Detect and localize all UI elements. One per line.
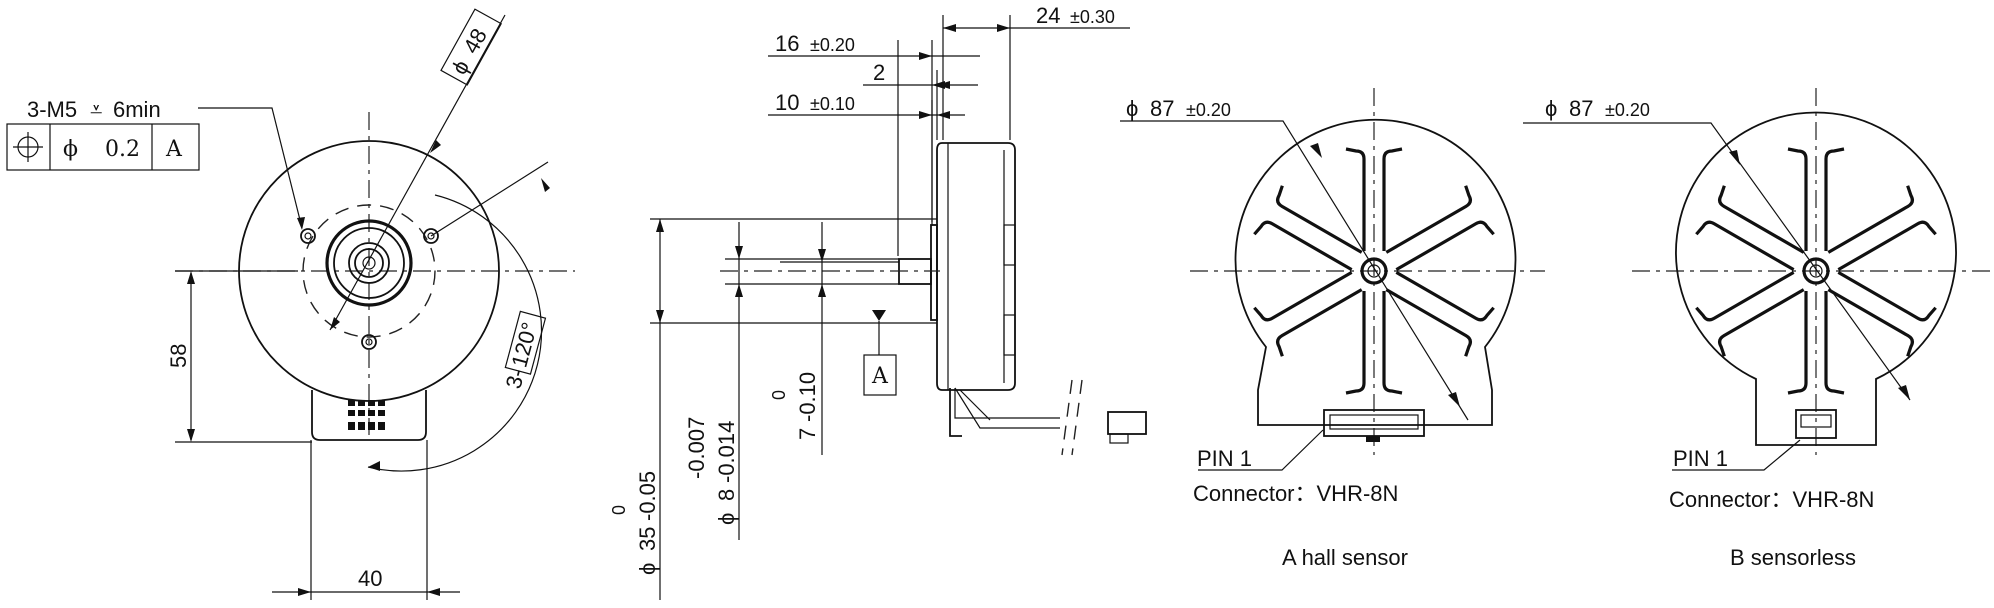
dia35-value: 35	[635, 527, 660, 551]
dim-10-tol: ±0.10	[810, 94, 855, 114]
hole-depth: 6min	[113, 97, 161, 122]
mounting-holes	[300, 228, 439, 350]
view-b-diameter: 87	[1569, 96, 1593, 121]
view-b-sensorless: ϕ 87 ±0.20 PIN 1 Connector：VHR-8N B sens…	[1523, 88, 1994, 570]
dia8-value: 8	[714, 489, 739, 501]
dim-24: 24	[1036, 3, 1060, 28]
dim7-tol-lower: -0.10	[795, 372, 820, 422]
dia35-tol-lower: -0.05	[635, 471, 660, 521]
view-b-diameter-tol: ±0.20	[1605, 100, 1650, 120]
view-b-diameter-symbol: ϕ	[1545, 96, 1557, 121]
view-a-diameter: 87	[1150, 96, 1174, 121]
dim-16: 16	[775, 31, 799, 56]
view-a-body	[1234, 118, 1517, 426]
dia8-tol-upper: -0.007	[684, 417, 709, 479]
view-b-stator	[1694, 147, 1938, 395]
view-b-connector: Connector：VHR-8N	[1669, 487, 1874, 512]
tol-value: 0.2	[105, 137, 140, 162]
side-body	[936, 142, 1016, 391]
view-b-caption: B sensorless	[1730, 545, 1856, 570]
front-connector-tab	[311, 390, 427, 441]
dia35-tol-upper: 0	[609, 505, 629, 515]
cable-connector	[1107, 411, 1147, 435]
front-view: 3-M5 ⩡ 6min ϕ 0.2 A ϕ 48 3- 120° 58 40	[6, 8, 575, 600]
angle-value: 120°	[506, 320, 542, 370]
depth-symbol: ⩡	[90, 97, 102, 122]
front-connector-pins	[348, 400, 385, 430]
view-a-diameter-symbol: ϕ	[1126, 96, 1138, 121]
view-a-hall-sensor: ϕ 87 ±0.20 PIN 1 Connector：VHR-8N A hall…	[1120, 88, 1545, 570]
hub-outer	[325, 219, 413, 307]
view-a-caption: A hall sensor	[1282, 545, 1408, 570]
dim7-tol-upper: 0	[769, 390, 789, 400]
tol-datum: A	[165, 137, 183, 162]
view-a-stator	[1252, 147, 1496, 395]
dim7-value: 7	[795, 428, 820, 440]
view-a-diameter-tol: ±0.20	[1186, 100, 1231, 120]
dim-10: 10	[775, 90, 799, 115]
width-dim: 40	[358, 566, 382, 591]
dia8-symbol: ϕ	[714, 513, 739, 525]
position-tolerance-frame: ϕ 0.2 A	[6, 123, 200, 171]
dia8-tol-lower: -0.014	[714, 421, 739, 483]
view-b-body	[1675, 111, 1957, 446]
height-dim: 58	[166, 344, 191, 368]
dim-24-tol: ±0.30	[1070, 7, 1115, 27]
view-a-pin-label: PIN 1	[1197, 446, 1252, 471]
dim-2: 2	[873, 60, 885, 85]
view-a-connector: Connector：VHR-8N	[1193, 481, 1398, 506]
dia35-symbol: ϕ	[635, 563, 660, 575]
datum-a: A	[871, 364, 889, 389]
tol-diameter-symbol: ϕ	[63, 137, 78, 162]
dim-16-tol: ±0.20	[810, 35, 855, 55]
side-view: A 24 ±0.30 16 ±0.20 2 10 ±0.10	[609, 3, 1147, 600]
view-b-pin-label: PIN 1	[1673, 446, 1728, 471]
hole-callout: 3-M5	[27, 97, 77, 122]
